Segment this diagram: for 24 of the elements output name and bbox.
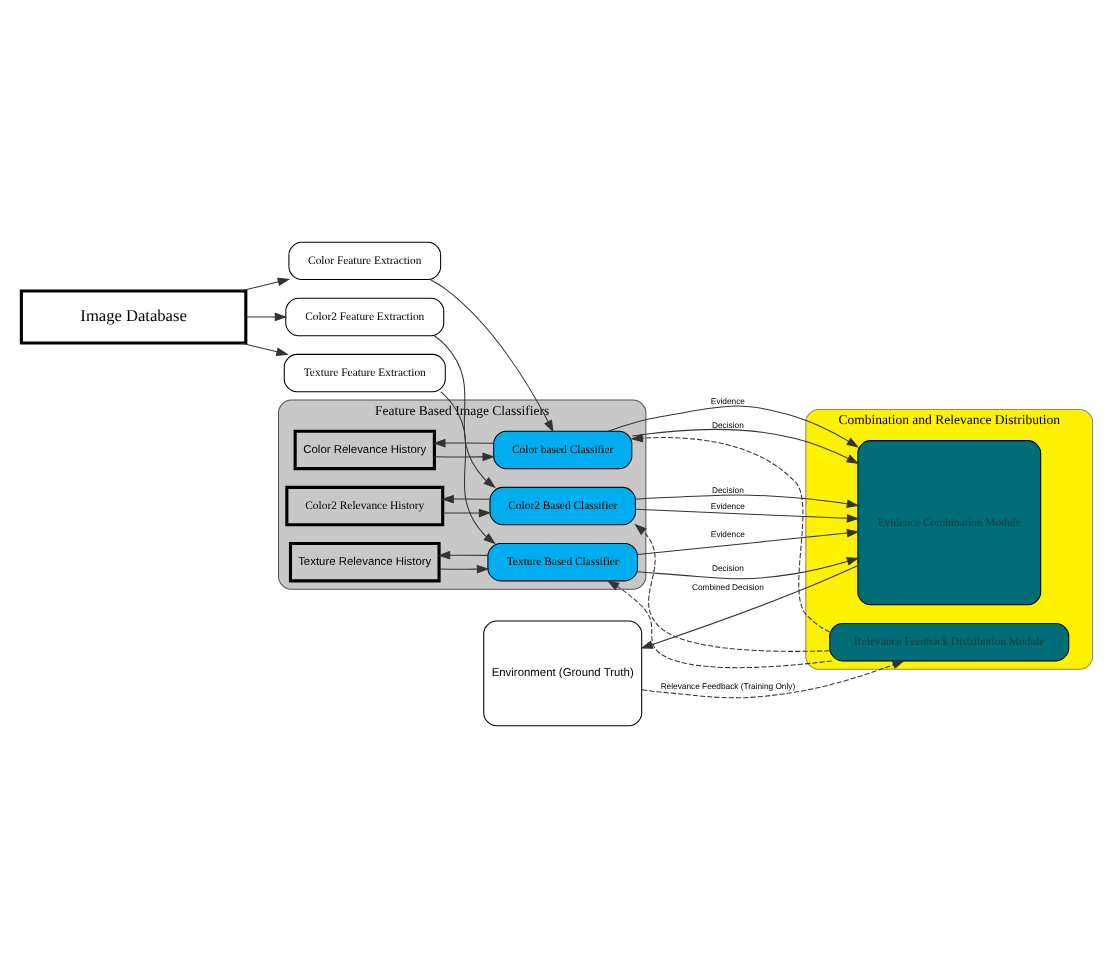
arrow: [635, 507, 860, 522]
arrow: [631, 428, 860, 463]
arrow: [437, 549, 489, 559]
arrow: [634, 493, 860, 508]
arrow: [442, 507, 492, 517]
arrow: [630, 432, 831, 632]
arrow: [634, 522, 830, 651]
arrow: [429, 278, 554, 432]
arrow: [641, 659, 905, 698]
arrow: [433, 334, 496, 488]
arrow: [607, 404, 859, 447]
arrow: [240, 341, 289, 355]
arrow: [440, 390, 496, 544]
node-box: Image Database: [19, 288, 248, 344]
arrow: [434, 451, 495, 461]
arrow: [240, 276, 291, 291]
arrow: [637, 556, 860, 579]
arrow: [441, 493, 491, 503]
arrow: [245, 311, 288, 321]
arrow: [640, 564, 859, 648]
arrow: [606, 579, 833, 668]
arrow: [438, 563, 490, 573]
arrow: [637, 527, 860, 555]
arrow: [433, 437, 494, 447]
